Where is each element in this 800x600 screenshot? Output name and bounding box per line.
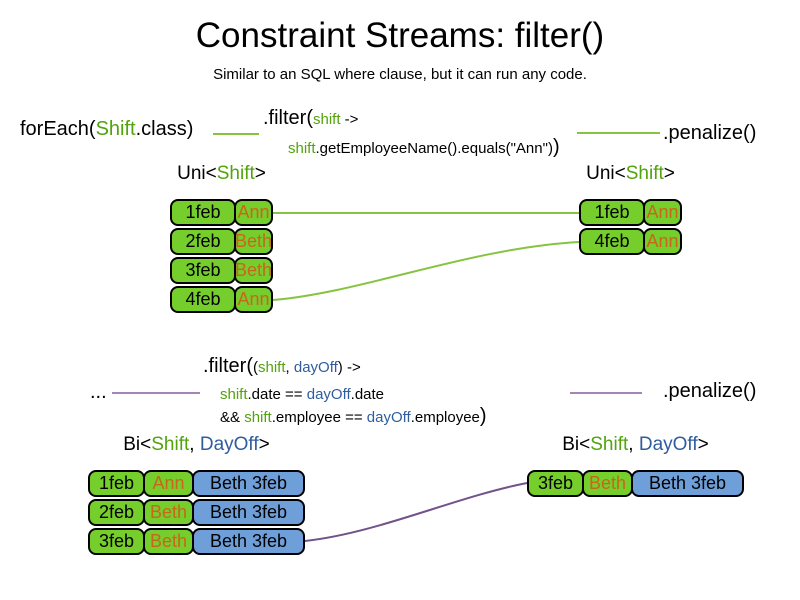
header-text: Uni<	[177, 163, 217, 184]
date-cell: 1feb	[579, 199, 645, 226]
code-text: .employee	[410, 409, 480, 426]
dayoff-type-token: DayOff	[199, 434, 259, 455]
penalize-code-top: .penalize()	[663, 122, 757, 144]
dayoff-cell: Beth 3feb	[192, 528, 305, 555]
date-cell: 4feb	[579, 228, 645, 255]
code-text: ,	[285, 359, 294, 376]
date-cell: 1feb	[88, 470, 145, 497]
header-text: Bi<	[123, 434, 152, 455]
connector-row-4feb	[272, 241, 580, 301]
penalize-code-bottom: .penalize()	[663, 380, 757, 402]
employee-cell: Ann	[234, 286, 273, 313]
header-text: >	[663, 163, 675, 184]
slide-title: Constraint Streams: filter()	[195, 16, 605, 55]
employee-cell: Beth	[234, 257, 273, 284]
employee-cell: Beth	[582, 470, 633, 497]
filter-code-line1: .filter(shift ->	[263, 107, 358, 130]
date-cell: 2feb	[170, 228, 236, 255]
header-text: ,	[628, 434, 639, 455]
header-text: Bi<	[562, 434, 591, 455]
arrow-token: ) ->	[337, 359, 361, 376]
code-text: .class)	[135, 118, 194, 140]
code-text: &&	[220, 409, 245, 426]
dayoff-var-token: dayOff	[366, 409, 411, 426]
date-cell: 2feb	[88, 499, 145, 526]
code-text: .employee ==	[271, 409, 367, 426]
shift-type-token: Shift	[590, 434, 629, 455]
dayoff-type-token: DayOff	[638, 434, 698, 455]
uni-table-left-header: Uni<Shift>	[170, 163, 273, 185]
filter2-code-line2: shift.date == dayOff.date	[220, 382, 384, 405]
open-paren: (	[253, 359, 258, 376]
arrow-token: ->	[340, 111, 359, 128]
bi-table-right-header: Bi<Shift, DayOff>	[527, 434, 744, 456]
shift-param-token: shift	[313, 111, 341, 128]
filter2-code-line3: && shift.employee == dayOff.employee)	[220, 405, 487, 428]
shift-var-token: shift	[220, 386, 248, 403]
filter-method: .filter(	[203, 355, 253, 377]
connector-row-3feb-bi	[304, 482, 528, 542]
shift-var-token: shift	[288, 140, 316, 157]
header-text: ,	[189, 434, 200, 455]
employee-cell: Beth	[143, 528, 194, 555]
employee-cell: Ann	[143, 470, 194, 497]
dayoff-cell: Beth 3feb	[192, 470, 305, 497]
dayoff-var-token: dayOff	[306, 386, 351, 403]
bi-table-left-header: Bi<Shift, DayOff>	[88, 434, 305, 456]
employee-cell: Ann	[643, 199, 682, 226]
slide-subtitle: Similar to an SQL where clause, but it c…	[213, 66, 587, 83]
employee-cell: Beth	[143, 499, 194, 526]
dayoff-cell: Beth 3feb	[192, 499, 305, 526]
date-cell: 3feb	[527, 470, 584, 497]
dayoff-cell: Beth 3feb	[631, 470, 744, 497]
filter-code-line2: shift.getEmployeeName().equals("Ann"))	[288, 136, 560, 159]
shift-class-token: Shift	[95, 118, 136, 140]
closing-paren: )	[479, 405, 487, 427]
shift-param-token: shift	[258, 359, 286, 376]
closing-paren: )	[552, 136, 560, 158]
employee-cell: Beth	[234, 228, 273, 255]
header-text: >	[254, 163, 266, 184]
header-text: >	[697, 434, 709, 455]
shift-var-token: shift	[244, 409, 272, 426]
filter2-code-line1: .filter((shift, dayOff) ->	[203, 355, 361, 378]
employee-cell: Ann	[234, 199, 273, 226]
code-text: forEach(	[20, 118, 96, 140]
date-cell: 1feb	[170, 199, 236, 226]
employee-cell: Ann	[643, 228, 682, 255]
code-text: .getEmployeeName().equals("Ann")	[315, 140, 553, 157]
date-cell: 3feb	[170, 257, 236, 284]
code-text: .date ==	[247, 386, 307, 403]
dayoff-param-token: dayOff	[293, 359, 338, 376]
shift-type-token: Shift	[625, 163, 664, 184]
date-cell: 4feb	[170, 286, 236, 313]
code-text: .date	[350, 386, 385, 403]
filter-method: .filter(	[263, 107, 313, 129]
header-text: >	[258, 434, 270, 455]
date-cell: 3feb	[88, 528, 145, 555]
shift-type-token: Shift	[151, 434, 190, 455]
foreach-code: forEach(Shift.class)	[20, 118, 193, 141]
header-text: Uni<	[586, 163, 626, 184]
ellipsis-code: ...	[90, 381, 107, 403]
uni-table-right-header: Uni<Shift>	[579, 163, 682, 185]
shift-type-token: Shift	[216, 163, 255, 184]
